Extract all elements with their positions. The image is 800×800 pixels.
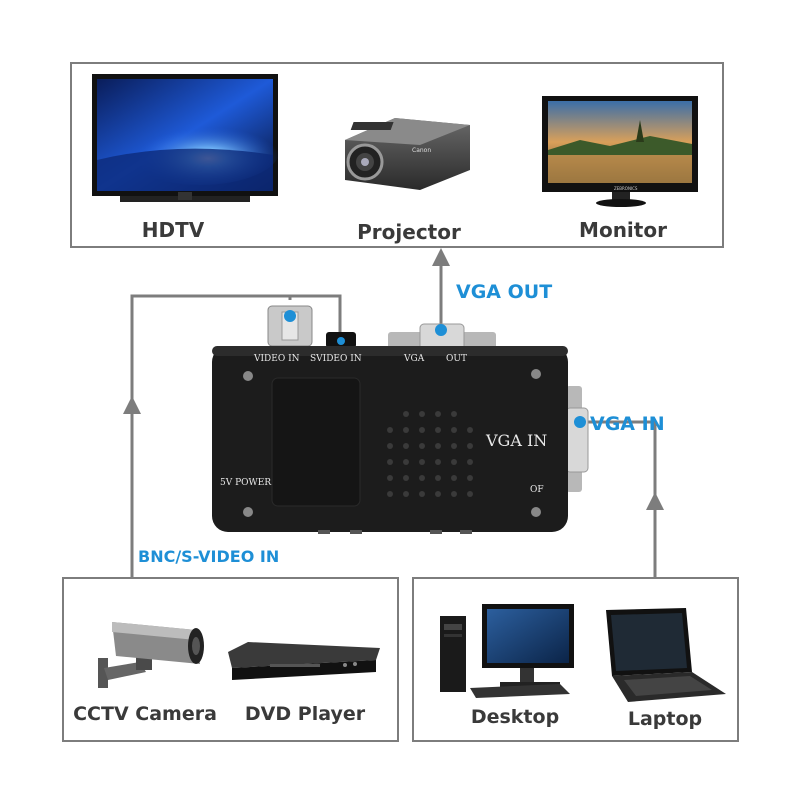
laptop-icon — [606, 608, 726, 702]
arrow-icons — [123, 248, 664, 510]
monitor-icon: ZEBRONICS — [542, 96, 698, 207]
cctv-camera-icon — [98, 622, 204, 688]
of-label: OF — [530, 485, 544, 495]
desktop-icon — [440, 604, 574, 698]
vga-out-arrow-icon — [432, 248, 450, 266]
vga-out-label: VGA OUT — [456, 281, 553, 303]
monitor-label: Monitor — [579, 218, 667, 242]
vga-label: VGA — [403, 354, 425, 364]
out-label: OUT — [446, 354, 467, 364]
projector-icon: Canon — [345, 118, 470, 190]
bnc-arrow-icon — [123, 396, 141, 414]
desktop-label: Desktop — [470, 706, 560, 728]
monitor-brand: ZEBRONICS — [614, 186, 638, 191]
laptop-label: Laptop — [627, 708, 703, 730]
dvd-player-label: DVD Player — [244, 703, 366, 725]
svideo-in-label: SVIDEO IN — [310, 354, 362, 364]
vga-in-label: VGA IN — [590, 413, 665, 435]
vga-in-arrow-icon — [646, 492, 664, 510]
projector-label: Projector — [357, 220, 461, 244]
cctv-camera-label: CCTV Camera — [73, 703, 217, 725]
box-vga-in-label: VGA IN — [485, 431, 547, 450]
hdtv-label: HDTV — [141, 218, 205, 242]
connection-lines — [130, 262, 657, 577]
video-in-label: VIDEO IN — [253, 354, 300, 364]
dvd-player-icon — [228, 642, 380, 680]
converter-box: VIDEO IN SVIDEO IN VGA OUT VGA IN 5V POW… — [212, 305, 589, 534]
hdtv-icon — [92, 74, 280, 202]
bnc-svideo-in-label: BNC/S-VIDEO IN — [138, 547, 280, 566]
power-label: 5V POWER — [220, 478, 271, 488]
projector-brand: Canon — [412, 147, 431, 154]
